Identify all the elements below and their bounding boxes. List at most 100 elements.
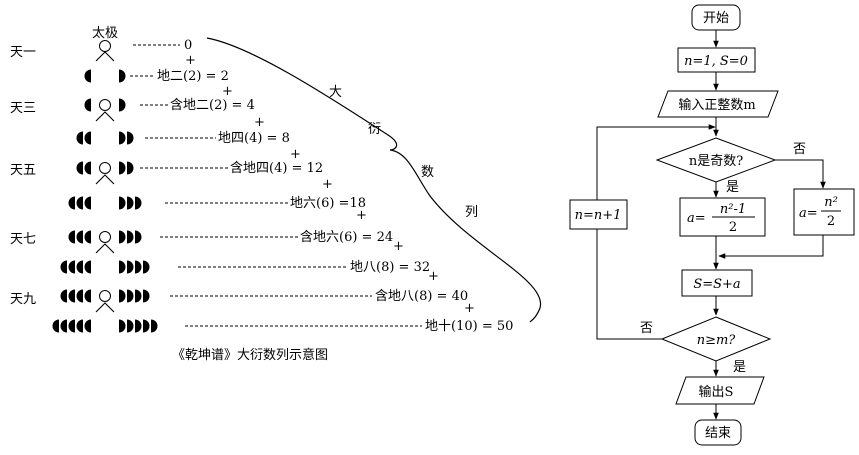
row-value-6: 含地六(6) = 24 (300, 229, 393, 245)
brace-char-1: 大 (329, 85, 342, 100)
input-parallelogram (657, 90, 779, 118)
even-formula-box (793, 188, 855, 236)
half-moon-left-icon-1-0 (84, 98, 91, 112)
half-moon-left-icon-3-0 (84, 161, 91, 175)
half-moon-right-icon-3-0 (119, 161, 126, 175)
loop-decision-label: n≥m? (697, 333, 737, 348)
heaven-label-1: 天一 (10, 45, 36, 60)
half-moon-right-icon-7-0 (119, 289, 126, 303)
sum-label: S=S+a (693, 277, 740, 292)
half-moon-left-icon-6-3 (60, 260, 67, 274)
row-value-7: 地八(8) = 32 (350, 260, 430, 275)
heaven-label-5: 天五 (10, 163, 36, 178)
row-5-circle-icon (99, 231, 111, 243)
even-formula-numerator: n² (824, 195, 838, 210)
plus-sign-6: + (356, 208, 367, 223)
half-moon-right-icon-8-0 (119, 319, 126, 333)
branch-vee-8 (95, 302, 115, 313)
row-value-2: 含地二(2) = 4 (170, 97, 255, 113)
row-value-1: 地二(2) = 2 (157, 69, 229, 84)
row-value-4: 含地四(4) = 12 (230, 160, 323, 176)
even-formula-denominator: 2 (827, 214, 835, 229)
increment-box (569, 199, 628, 230)
symbol-rows (52, 51, 158, 333)
sum-box (681, 269, 753, 297)
heaven-label-7: 天七 (10, 232, 36, 247)
even-formula-lhs: a= (799, 206, 818, 221)
row-1-circle-icon (99, 99, 111, 111)
branch-vee-2 (95, 111, 115, 122)
brace-char-3: 数 (421, 165, 434, 180)
row-3-circle-icon (99, 162, 111, 174)
output-label: 输出S (699, 384, 734, 400)
odd-decision-label: n是奇数? (689, 153, 743, 169)
plus-sign-7: + (393, 239, 404, 254)
half-moon-right-icon-5-2 (135, 230, 142, 244)
half-moon-left-icon-8-0 (84, 319, 91, 333)
half-moon-left-icon-5-2 (68, 230, 75, 244)
half-moon-right-icon-4-0 (119, 196, 126, 210)
plus-sign-8: + (428, 269, 439, 284)
half-moon-right-icon-7-3 (143, 289, 150, 303)
half-moon-left-icon-5-1 (76, 230, 83, 244)
row-value-3: 地四(4) = 8 (218, 131, 290, 146)
init-label: n=1, S=0 (684, 54, 748, 69)
odd-formula-lhs: a= (687, 211, 706, 226)
odd-yes-label: 是 (726, 180, 739, 195)
plus-sign-5: + (322, 177, 333, 192)
half-moon-right-icon-6-2 (135, 260, 142, 274)
row-value-5: 地六(6) =18 (290, 196, 366, 211)
end-label: 结束 (705, 426, 731, 441)
half-moon-right-icon-4-2 (135, 196, 142, 210)
half-moon-left-icon-2-1 (76, 131, 83, 145)
arrow-even-merge (718, 235, 824, 259)
half-moon-left-icon-8-4 (52, 319, 59, 333)
half-moon-left-icon-2-0 (84, 131, 91, 145)
half-moon-right-icon-7-2 (135, 289, 142, 303)
half-moon-left-icon-6-2 (68, 260, 75, 274)
increment-label: n=n+1 (575, 208, 622, 223)
plus-sign-4: + (290, 147, 301, 162)
half-moon-right-icon-4-1 (127, 196, 134, 210)
half-moon-right-icon-3-1 (127, 161, 134, 175)
plus-sign-9: + (464, 301, 475, 316)
odd-no-label: 否 (793, 142, 806, 157)
brace-char-4: 列 (465, 205, 478, 220)
input-label: 输入正整数m (678, 97, 755, 113)
half-moon-left-icon-8-3 (60, 319, 67, 333)
half-moon-left-icon-8-2 (68, 319, 75, 333)
output-parallelogram (675, 376, 765, 405)
half-moon-right-icon-6-0 (119, 260, 126, 274)
half-moon-left-icon-0-0 (84, 69, 91, 83)
loop-yes-label: 是 (733, 360, 746, 375)
branch-vee-0 (95, 51, 115, 62)
half-moon-right-icon-1-0 (119, 98, 126, 112)
half-moon-left-icon-6-0 (84, 260, 91, 274)
loop-no-label: 否 (640, 321, 653, 336)
half-moon-left-icon-6-1 (76, 260, 83, 274)
half-moon-right-icon-8-3 (143, 319, 150, 333)
half-moon-right-icon-5-0 (119, 230, 126, 244)
start-label: 开始 (703, 11, 729, 26)
half-moon-left-icon-4-0 (84, 196, 91, 210)
half-moon-left-icon-4-2 (68, 196, 75, 210)
odd-formula-denominator: 2 (729, 220, 737, 235)
taiji-circle-icon (99, 40, 111, 52)
half-moon-left-icon-8-1 (76, 319, 83, 333)
brace-curve (206, 37, 542, 323)
flowchart: 开始 n=1, S=0 输入正整数m n是奇数? 是 a= n²-1 2 否 a… (569, 4, 855, 446)
plus-sign-2: + (222, 84, 233, 99)
half-moon-right-icon-8-1 (127, 319, 134, 333)
row-value-0: 0 (184, 38, 192, 53)
heaven-label-3: 天三 (10, 101, 36, 116)
row-value-8: 含地八(8) = 40 (375, 288, 468, 304)
odd-formula-numerator: n²-1 (720, 202, 746, 217)
diagram-caption: 《乾坤谱》大衍数列示意图 (172, 347, 328, 363)
loop-back-line-upper (596, 124, 716, 200)
brace-char-2: 衍 (368, 122, 381, 137)
half-moon-left-icon-7-0 (84, 289, 91, 303)
taiji-label: 太极 (92, 26, 118, 41)
half-moon-left-icon-7-2 (68, 289, 75, 303)
